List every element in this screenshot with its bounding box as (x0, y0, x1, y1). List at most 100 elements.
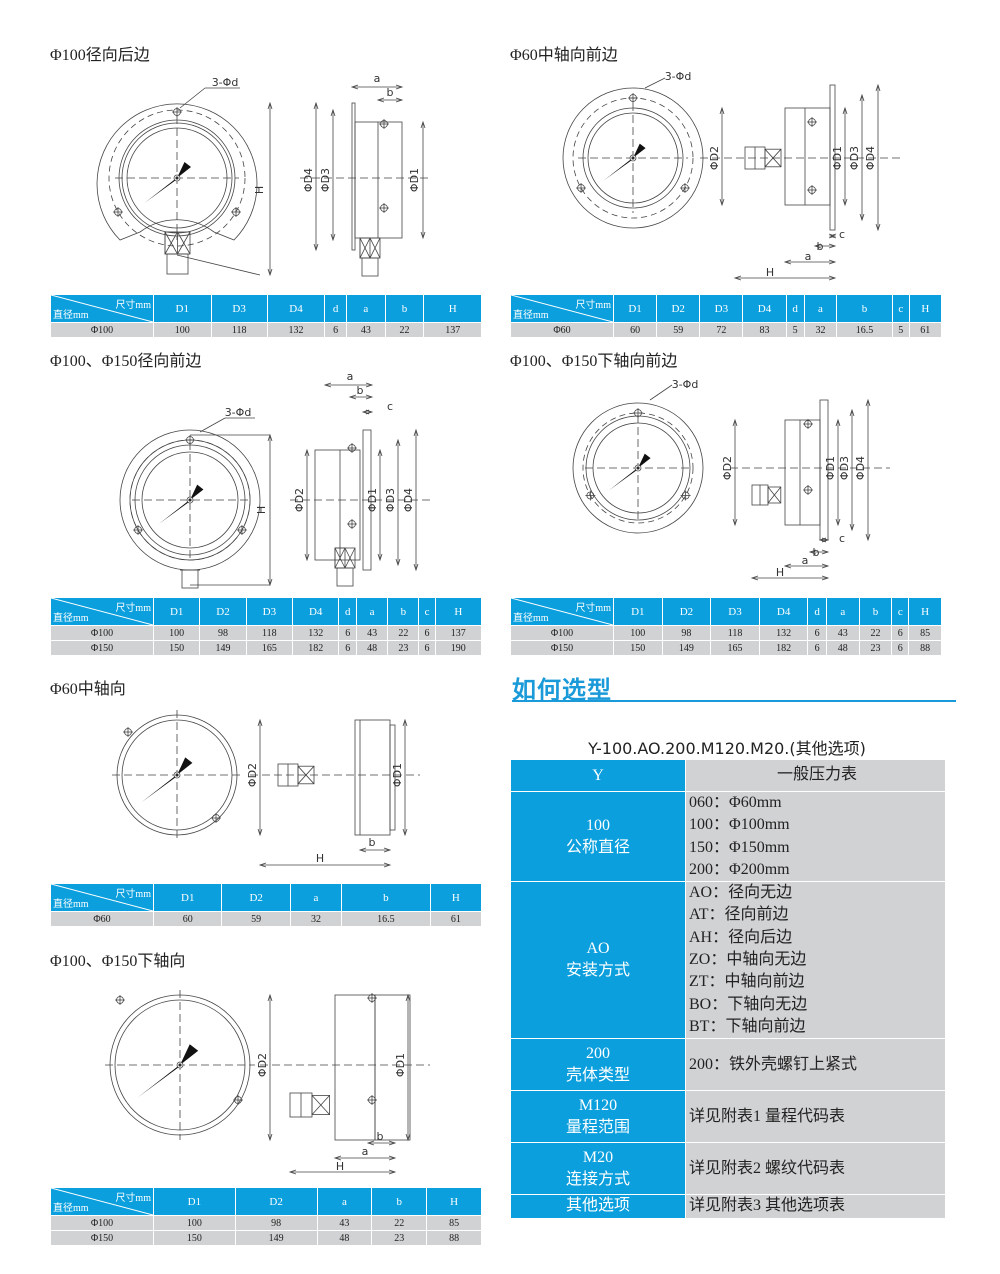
row-diameter: Φ60 (51, 912, 153, 926)
table-cell: 132 (267, 323, 325, 337)
table-cell: 61 (430, 912, 481, 926)
value-line: 200：铁外壳螺钉上紧式 (689, 1055, 858, 1073)
corner-label-diameter: 直径mm (513, 310, 549, 321)
table-cell: 23 (859, 641, 892, 655)
value-line: AH：径向后边 (689, 928, 793, 946)
column-header: D1 (154, 295, 211, 322)
table-cell: 59 (222, 912, 290, 926)
column-header: d (325, 295, 347, 322)
section-title: Φ60中轴向前边 (510, 47, 618, 64)
key-line: M20 (582, 1148, 614, 1166)
column-header: b (859, 598, 892, 625)
value-line: ZT：中轴向前边 (689, 973, 805, 991)
table-cell: 48 (317, 1231, 372, 1245)
table-cell: 60 (614, 323, 657, 337)
column-header: D4 (759, 598, 808, 625)
table-cell: 5 (786, 323, 804, 337)
section-title: Φ60中轴向 (50, 681, 126, 698)
column-header: a (357, 598, 388, 625)
table-cell: 100 (614, 626, 662, 640)
dimension-label: ΦD4 (854, 456, 867, 480)
table-cell: 32 (804, 323, 837, 337)
dimension-label: H (255, 506, 268, 514)
column-header: b (837, 295, 892, 322)
table-cell: 43 (826, 626, 859, 640)
column-header: D1 (154, 1188, 235, 1215)
value-line: BT：下轴向前边 (689, 1017, 806, 1035)
row-diameter: Φ100 (51, 626, 153, 640)
dimension-label: H (336, 1160, 344, 1173)
row-diameter: Φ100 (511, 626, 613, 640)
column-header: D1 (154, 884, 222, 911)
table-cell: 6 (419, 626, 435, 640)
selection-value: 一般压力表 (686, 760, 945, 791)
column-header: D1 (154, 598, 200, 625)
corner-header-cell: 尺寸mm 直径mm (51, 295, 153, 322)
value-line: 详见附表3 其他选项表 (689, 1197, 846, 1215)
column-header: b (372, 1188, 427, 1215)
column-header: a (804, 295, 837, 322)
dimension-label: 3-Φd (665, 70, 692, 83)
column-header: D2 (200, 598, 246, 625)
column-header: a (347, 295, 385, 322)
table-cell: 88 (909, 641, 941, 655)
dimension-label: 3-Φd (672, 378, 699, 391)
corner-label-diameter: 直径mm (53, 899, 89, 910)
value-line: ZO：中轴向无边 (689, 951, 807, 969)
dimension-label: 3-Φd (225, 406, 252, 419)
table-cell: 182 (293, 641, 339, 655)
table-cell: 61 (909, 323, 941, 337)
column-header: D3 (700, 295, 743, 322)
table-cell: 85 (909, 626, 941, 640)
column-header: H (435, 598, 481, 625)
corner-label-dimension: 尺寸mm (115, 889, 151, 900)
table-cell: 118 (246, 626, 293, 640)
diagonal-line (51, 884, 153, 911)
table-cell: 100 (154, 626, 200, 640)
diagonal-line (51, 598, 153, 625)
column-header: D4 (293, 598, 339, 625)
table-cell: 6 (808, 641, 826, 655)
corner-label-dimension: 尺寸mm (115, 300, 151, 311)
dimension-label: c (387, 400, 393, 413)
table-cell: 150 (154, 641, 200, 655)
section-title: Φ100、Φ150下轴向 (50, 953, 186, 970)
key-line: M120 (578, 1096, 618, 1114)
column-header: H (427, 1188, 481, 1215)
table-cell: 98 (662, 626, 711, 640)
table-cell: 48 (357, 641, 388, 655)
column-header: D3 (246, 598, 293, 625)
corner-label-diameter: 直径mm (53, 310, 89, 321)
table-cell: 43 (317, 1216, 372, 1230)
value-line: 详见附表1 量程代码表 (689, 1107, 846, 1125)
value-line: 060：Φ60mm (689, 794, 782, 811)
table-cell: 48 (826, 641, 859, 655)
dimension-label: ΦD2 (721, 456, 734, 480)
corner-header-cell: 尺寸mm 直径mm (51, 884, 153, 911)
column-header: D4 (743, 295, 786, 322)
key-line: 安装方式 (565, 962, 630, 980)
table-cell: 100 (154, 1216, 235, 1230)
table-cell: 16.5 (342, 912, 430, 926)
column-header: b (388, 598, 419, 625)
dimension-label: ΦD2 (708, 146, 721, 170)
value-line: 200：Φ200mm (689, 860, 790, 878)
table-cell: 85 (427, 1216, 481, 1230)
